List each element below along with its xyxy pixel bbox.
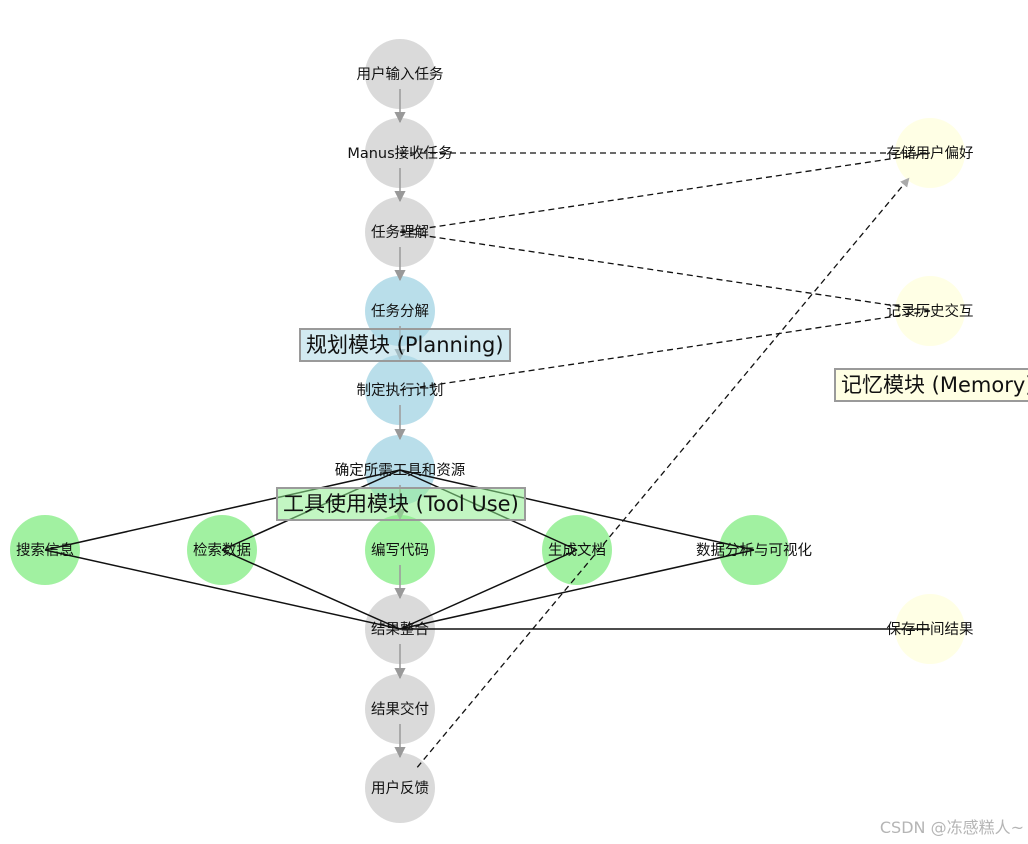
node-code-circle — [365, 515, 435, 585]
planning-module-label: 规划模块 (Planning) — [299, 328, 511, 362]
node-resources-label: 确定所需工具和资源 — [335, 462, 466, 479]
node-receive-label: Manus接收任务 — [347, 145, 452, 162]
node-input-circle — [365, 39, 435, 109]
node-decompose-label: 任务分解 — [371, 303, 429, 320]
watermark: CSDN @冻感糕人~ — [879, 818, 1024, 837]
node-analyze-label: 数据分析与可视化 — [696, 542, 812, 559]
tool-use-module-label: 工具使用模块 (Tool Use) — [276, 487, 526, 521]
edge-search-to-integrate — [44, 549, 401, 630]
edge-retrieve-to-integrate — [221, 549, 401, 630]
edge-understand-to-history — [399, 231, 931, 312]
edge-resources-to-analyze — [399, 469, 755, 551]
memory-module-label: 记忆模块 (Memory) — [834, 368, 1028, 402]
node-deliver-circle — [365, 674, 435, 744]
node-retrieve-label: 检索数据 — [193, 542, 251, 559]
node-intermediate-label: 保存中间结果 — [887, 621, 974, 638]
node-code-label: 编写代码 — [371, 542, 429, 559]
edge-understand-to-prefs — [399, 152, 931, 233]
node-deliver-label: 结果交付 — [371, 700, 429, 718]
edge-analyze-to-integrate — [399, 549, 755, 630]
node-feedback-circle — [365, 753, 435, 823]
node-integrate-label: 结果整合 — [371, 621, 429, 638]
node-plan-label: 制定执行计划 — [357, 382, 444, 399]
node-feedback-label: 用户反馈 — [371, 780, 429, 797]
edge-feedback-to-prefs — [416, 177, 910, 768]
edge-resources-to-search — [44, 469, 401, 551]
node-understand-label: 任务理解 — [371, 224, 429, 241]
node-docs-label: 生成文档 — [548, 542, 606, 559]
edge-docs-to-integrate — [399, 549, 578, 630]
node-history-label: 记录历史交互 — [887, 302, 974, 320]
node-search-label: 搜索信息 — [16, 542, 74, 559]
node-prefs-label: 存储用户偏好 — [887, 145, 974, 162]
node-input-label: 用户输入任务 — [357, 66, 444, 83]
